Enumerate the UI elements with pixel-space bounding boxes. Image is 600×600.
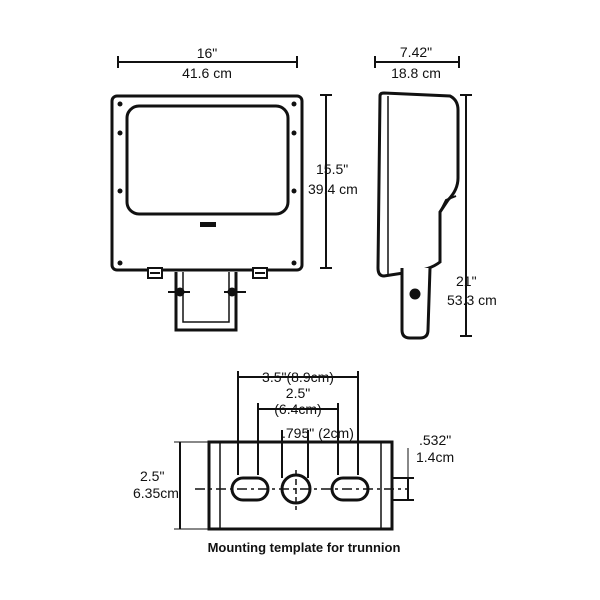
side-height-dimension-line <box>460 94 472 337</box>
plate-height-dimension-line <box>174 441 209 530</box>
side-view: 7.42" 18.8 cm 21" 53.3 cm <box>374 44 497 340</box>
extension-lines <box>237 377 359 478</box>
brand-logo-mark <box>200 222 216 227</box>
front-height-cm-label: 39.4 cm <box>308 181 358 197</box>
center-hole-label: .795" (2cm) <box>282 425 354 441</box>
plate-height-cm-label: 6.35cm <box>133 485 179 501</box>
plate-height-in-label: 2.5" <box>140 468 164 484</box>
front-width-cm-label: 41.6 cm <box>182 65 232 81</box>
front-view: 16" 41.6 cm <box>110 45 358 332</box>
inner-spacing-in-label: 2.5" <box>286 385 310 401</box>
housing-screws <box>117 101 297 266</box>
front-width-dimension-line <box>117 56 298 68</box>
trunnion-knobs <box>147 267 268 279</box>
outer-spacing-label: 3.5"(8.9cm) <box>262 369 334 385</box>
side-housing-profile <box>376 91 460 278</box>
trunnion-plate <box>207 440 394 531</box>
fixture-lens <box>125 104 290 216</box>
side-depth-in-label: 7.42" <box>400 44 432 60</box>
side-height-cm-label: 53.3 cm <box>447 292 497 308</box>
mounting-template: 3.5"(8.9cm) 2.5" (6.4cm) .795" (2cm) <box>133 369 454 555</box>
inner-spacing-cm-label: (6.4cm) <box>274 401 321 417</box>
front-width-in-label: 16" <box>197 45 218 61</box>
front-height-in-label: 15.5" <box>316 161 348 177</box>
side-trunnion-arm <box>400 267 432 340</box>
slot-width-in-label: .532" <box>419 432 451 448</box>
fixture-housing <box>110 94 304 272</box>
trunnion-bracket <box>168 272 246 332</box>
template-caption: Mounting template for trunnion <box>208 540 401 555</box>
side-depth-cm-label: 18.8 cm <box>391 65 441 81</box>
slot-width-dimension-line <box>392 448 414 501</box>
slot-width-cm-label: 1.4cm <box>416 449 454 465</box>
side-height-in-label: 21" <box>456 273 477 289</box>
side-depth-dimension-line <box>374 56 460 68</box>
front-height-dimension-line <box>320 94 332 269</box>
